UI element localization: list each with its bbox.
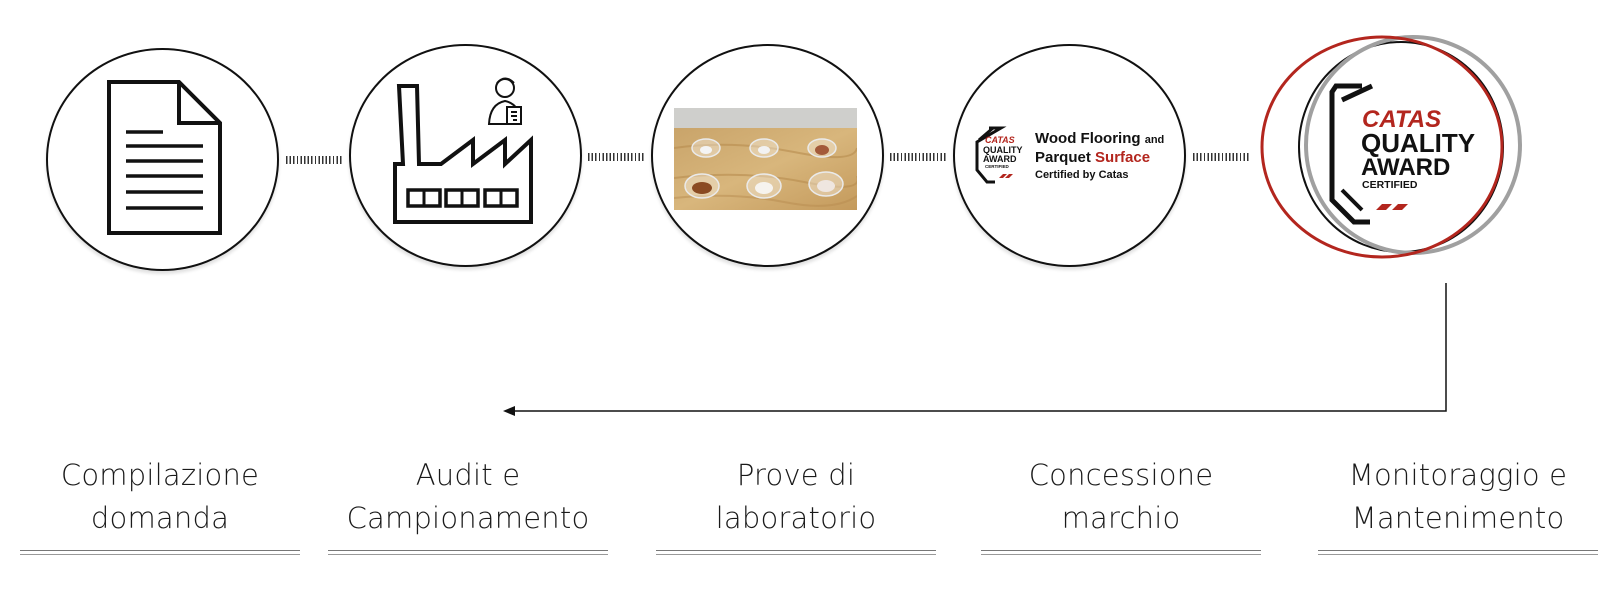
wood-flooring-certified: Certified by Catas: [1035, 169, 1129, 181]
connector-3-4: [890, 153, 946, 161]
factory-icon: [393, 77, 533, 224]
document-icon: [107, 80, 222, 235]
step-underline-audit: [328, 550, 608, 555]
step-underline-trademark: [981, 550, 1261, 555]
small-badge-line1: QUALITY: [983, 145, 1023, 155]
wood-flooring-title: Wood Flooring and: [1035, 130, 1164, 147]
connector-4-5: [1193, 153, 1249, 161]
small-badge-line2: AWARD: [983, 154, 1017, 164]
step-underline-laboratory: [656, 550, 936, 555]
step-underline-monitoring: [1318, 550, 1598, 555]
step-circle-audit: [349, 44, 582, 267]
wood-flooring-line2: Parquet: [1035, 149, 1091, 166]
step-circle-laboratory: [651, 44, 884, 267]
lab-samples-image: [674, 108, 857, 210]
award-line3: CERTIFIED: [1362, 179, 1418, 191]
catas-badge-small: CATAS QUALITY AWARD CERTIFIED: [975, 126, 1023, 184]
award-line2: AWARD: [1361, 154, 1450, 181]
award-line1: QUALITY: [1361, 128, 1475, 158]
step-underline-application: [20, 550, 300, 555]
step-circle-trademark: CATAS QUALITY AWARD CERTIFIED Wood Floor…: [953, 44, 1186, 267]
connector-2-3: [588, 153, 644, 161]
inspector-icon: [487, 77, 523, 125]
small-badge-line3: CERTIFIED: [985, 164, 1010, 169]
connector-1-2: [286, 156, 342, 164]
quality-award-logo: CATAS QUALITY AWARD CERTIFIED: [1260, 35, 1522, 259]
wood-flooring-line1: Wood Flooring: [1035, 130, 1141, 147]
wood-flooring-line2-highlight: Surface: [1095, 149, 1151, 166]
small-badge-brand: CATAS: [985, 135, 1015, 145]
arrow-head-icon: [503, 406, 515, 416]
step-circle-application: [46, 48, 279, 271]
award-brand: CATAS: [1362, 106, 1441, 133]
wood-flooring-subtitle: Parquet Surface: [1035, 149, 1150, 166]
wood-flooring-line1-suffix: and: [1144, 134, 1165, 146]
